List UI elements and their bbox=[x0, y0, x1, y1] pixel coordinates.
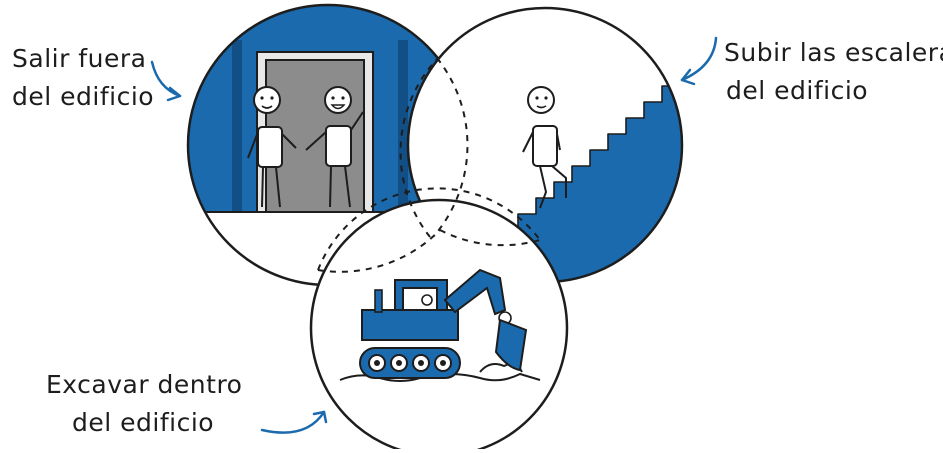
label-subir-escaleras-line2: del edificio bbox=[724, 72, 943, 110]
label-excavar-dentro: Excavar dentro del edificio bbox=[46, 366, 242, 442]
label-subir-escaleras-line1: Subir las escaleras bbox=[724, 34, 943, 72]
label-excavar-dentro-line2: del edificio bbox=[46, 404, 242, 442]
curved-arrow-icon bbox=[682, 38, 716, 84]
excavator-scene-illustration bbox=[311, 200, 567, 449]
label-subir-escaleras: Subir las escaleras del edificio bbox=[724, 34, 943, 110]
curved-arrow-icon bbox=[262, 412, 326, 433]
curved-arrow-icon bbox=[152, 62, 180, 100]
label-salir-fuera: Salir fuera del edificio bbox=[12, 40, 154, 116]
label-salir-fuera-line2: del edificio bbox=[12, 78, 154, 116]
label-salir-fuera-line1: Salir fuera bbox=[12, 40, 154, 78]
label-excavar-dentro-line1: Excavar dentro bbox=[46, 366, 242, 404]
